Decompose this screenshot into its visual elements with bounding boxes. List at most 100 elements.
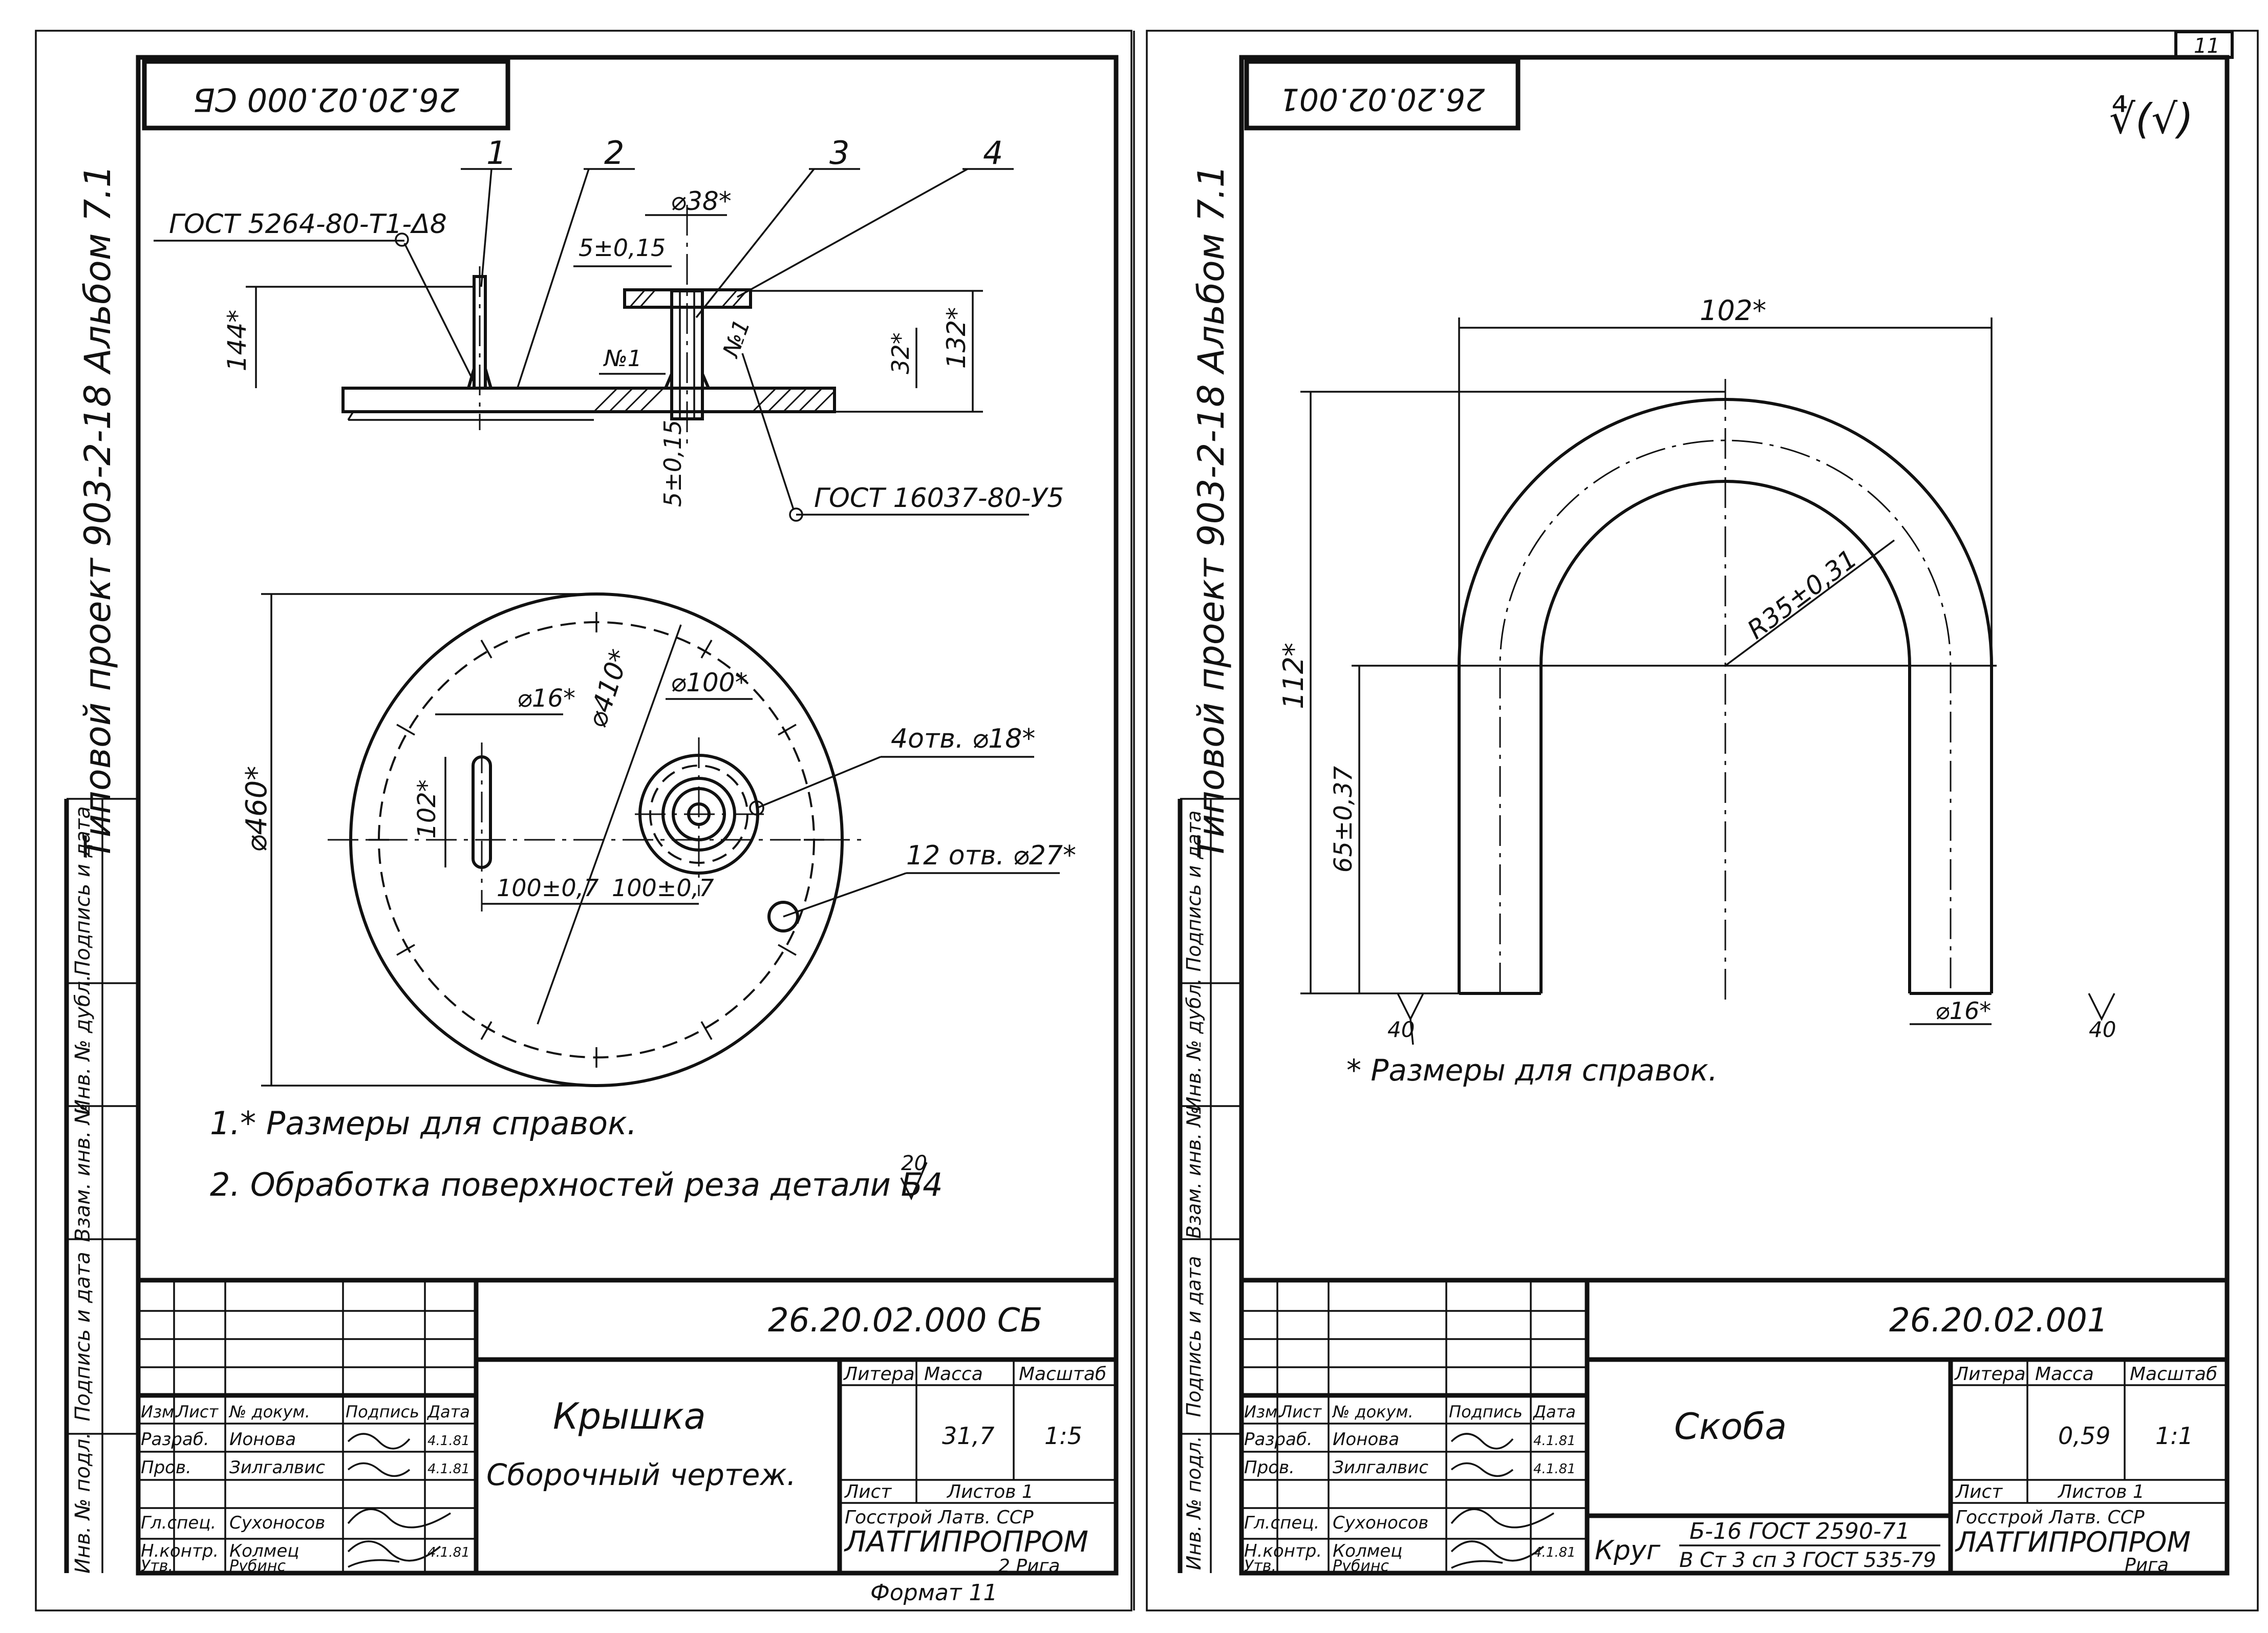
right-tb-col-sign: Подпись (1449, 1402, 1523, 1422)
right-tb-sheets: Листов 1 (2057, 1481, 2145, 1502)
left-side-col-5: Подпись и дата (71, 806, 95, 975)
mark-n1-left: №1 (603, 346, 642, 372)
left-side-col-1: Инв. № подл. (71, 1432, 95, 1574)
right-tb-name-5: Рубинс (1333, 1557, 1389, 1575)
right-tb-org3: Рига (2125, 1555, 2169, 1576)
weld-note-top: ГОСТ 5264-80-Т1-Δ8 (169, 209, 447, 240)
dim-d16: ⌀16* (1935, 997, 1991, 1025)
dim-102: 102* (1700, 294, 1766, 327)
right-tb-col-list: Лист (1279, 1402, 1322, 1422)
left-tb-role-2: Пров. (141, 1457, 191, 1478)
left-tb-scale: 1:5 (1044, 1422, 1082, 1450)
dim-32: 32* (887, 332, 914, 374)
left-tb-org1: Госстрой Латв. ССР (845, 1507, 1034, 1528)
left-tb-date-4: 4.1.81 (427, 1545, 470, 1560)
holes-12-note: 12 отв. ⌀27* (906, 840, 1076, 871)
right-tb-role-3: Гл.спец. (1244, 1513, 1319, 1533)
right-tb-name-3: Сухоносов (1333, 1513, 1428, 1533)
left-side-strip: Инв. № подл. Подпись и дата Взам. инв. №… (64, 798, 138, 1574)
left-inner-frame (136, 55, 1119, 1576)
right-side-col-3: Взам. инв. № (1183, 1107, 1205, 1239)
weld-note-bottom: ГОСТ 16037-80-У5 (814, 483, 1064, 514)
left-stamp-box: 26.20.02.000 СБ (142, 59, 510, 131)
left-tb-sheet: Лист (844, 1481, 892, 1502)
dim-100-right: 100±0,7 (612, 874, 714, 902)
callout-2: 2 (604, 134, 624, 172)
right-inner-frame (1239, 55, 2230, 1576)
right-tb-sheet: Лист (1955, 1481, 2003, 1502)
dim-132: 132* (942, 307, 971, 369)
right-tb-h-litera: Литера (1954, 1364, 2026, 1385)
left-tb-role-4: Н.контр. (141, 1541, 219, 1561)
right-tb-role-2: Пров. (1244, 1457, 1295, 1478)
right-tb-scale: 1:1 (2155, 1422, 2193, 1450)
u-bracket-view: R35±0,31 102* 112* 65±0,37 ⌀16* 40 40 (1277, 294, 2116, 1045)
left-note-1: 1.* Размеры для справок. (210, 1105, 637, 1142)
left-tb-name-3: Сухоносов (229, 1513, 325, 1533)
callout-4: 4 (983, 134, 1003, 172)
right-tb-role-5: Утв. (1244, 1557, 1276, 1575)
left-stamp-code: 26.20.02.000 СБ (193, 81, 459, 118)
right-tb-material-top: Б-16 ГОСТ 2590-71 (1689, 1518, 1910, 1544)
left-note-2: 2. Обработка поверхностей реза детали Б4 (210, 1166, 943, 1203)
left-tb-mass: 31,7 (942, 1422, 994, 1450)
right-side-label: Типовой проект 903-2-18 Альбом 7.1 (1190, 165, 1232, 859)
left-drawing-sheet: 26.20.02.000 СБ Типовой проект 903-2-18 … (35, 30, 1132, 1611)
right-side-col-2: Подпись и дата (1183, 1256, 1205, 1417)
right-tb-name-2: Зилгалвис (1333, 1457, 1428, 1478)
right-side-col-4: Инв. № дубл. (1183, 978, 1205, 1111)
mark-n1-right: №1 (717, 316, 755, 362)
left-tb-col-izm: Изм. (141, 1402, 179, 1422)
left-tb-date-2: 4.1.81 (427, 1461, 470, 1477)
right-tb-material-bottom: В Ст 3 сп 3 ГОСТ 535-79 (1679, 1549, 1936, 1572)
right-signatures (1450, 1433, 1554, 1569)
dim-65: 65±0,37 (1329, 766, 1358, 873)
dim-d16: ⌀16* (517, 684, 575, 713)
right-tb-date-1: 4.1.81 (1533, 1433, 1576, 1449)
dim-102: 102* (413, 779, 441, 839)
right-tb-h-scale: Масштаб (2130, 1364, 2217, 1385)
left-tb-role-1: Разраб. (141, 1429, 209, 1450)
left-format: Формат 11 (870, 1580, 998, 1606)
dim-100-left: 100±0,7 (497, 874, 599, 902)
dim-5-bottom: 5±0,15 (659, 420, 687, 507)
dim-r35: R35±0,31 (1742, 544, 1863, 645)
left-tb-h-mass: Масса (924, 1364, 983, 1385)
left-tb-name-4: Колмец (229, 1541, 299, 1561)
dim-40-right: 40 (2089, 1017, 2116, 1042)
right-tb-name-1: Ионова (1333, 1429, 1399, 1450)
right-tb-role-1: Разраб. (1244, 1429, 1313, 1450)
right-tb-col-date: Дата (1532, 1402, 1576, 1422)
right-tb-col-izm: Изм. (1244, 1402, 1282, 1422)
left-tb-org2: ЛАТГИПРОПРОМ (844, 1525, 1088, 1559)
left-outer-border (35, 30, 1132, 1611)
right-tb-org1: Госстрой Латв. ССР (1956, 1507, 2145, 1528)
left-side-col-4: Инв. № дубл. (71, 974, 95, 1115)
left-tb-org3: 2 Рига (998, 1556, 1060, 1577)
left-tb-date-1: 4.1.81 (427, 1433, 470, 1449)
right-tb-date-4: 4.1.81 (1533, 1545, 1576, 1560)
right-tb-h-mass: Масса (2035, 1364, 2094, 1385)
left-tb-name-2: Зилгалвис (229, 1457, 325, 1478)
right-tb-material-prefix: Круг (1595, 1535, 1661, 1566)
dim-d38: ⌀38* (671, 186, 732, 216)
sheet-number: 11 (2194, 34, 2220, 58)
right-tb-name-4: Колмец (1333, 1541, 1402, 1561)
right-stamp-code: 26.20.02.001 (1280, 81, 1485, 117)
dim-144: 144* (222, 310, 252, 371)
dim-d100: ⌀100* (671, 668, 748, 697)
left-tb-h-scale: Масштаб (1019, 1364, 1106, 1385)
left-tb-name-1: Ионова (229, 1429, 296, 1450)
right-side-col-5: Подпись и дата (1183, 811, 1205, 972)
right-side-strip: Инв. № подл. Подпись и дата Взам. инв. №… (1178, 798, 1242, 1573)
right-tb-org2: ЛАТГИПРОПРОМ (1955, 1526, 2191, 1558)
right-title-block: 26.20.02.001 Скоба Литера Масса Масштаб … (1242, 1278, 2227, 1576)
left-side-col-3: Взам. инв. № (71, 1103, 95, 1242)
left-tb-sheets: Листов 1 (946, 1481, 1034, 1502)
right-tb-mass: 0,59 (2058, 1422, 2110, 1450)
left-signatures (347, 1433, 451, 1568)
left-tb-name-5: Рубинс (229, 1557, 286, 1575)
left-tb-role-5: Утв. (141, 1557, 173, 1575)
left-tb-col-date: Дата (426, 1402, 470, 1422)
